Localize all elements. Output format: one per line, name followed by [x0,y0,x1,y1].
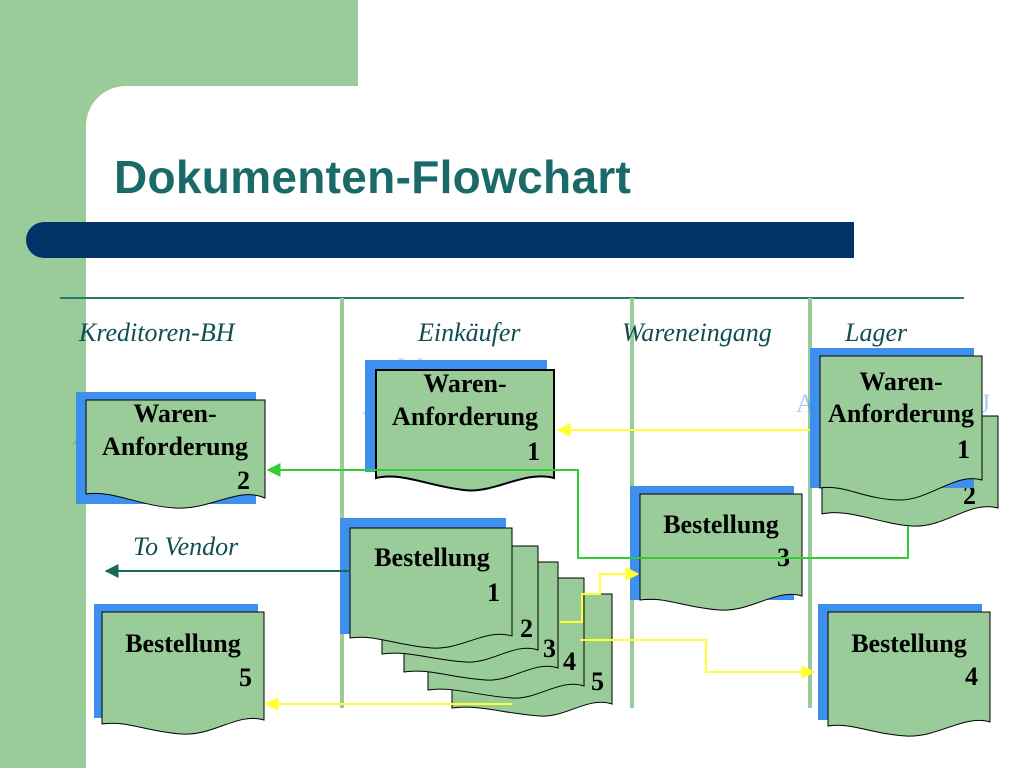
doc-copy-number-1: 1 [487,578,500,607]
svg-text:A: A [796,389,815,418]
top-accent-band [86,0,358,86]
content-corner [86,86,166,166]
doc-kreditoren-anforderung: Waren- A Waren- Anforderung 2 [72,387,266,509]
doc-label: Bestellung [663,510,779,539]
doc-label-line2: Anforderung [828,399,974,428]
doc-copy-number: 1 [957,435,970,464]
lane-label-einkaufer: Einkäufer [418,318,521,347]
doc-copy-number-4: 4 [563,647,576,676]
doc-einkaufer-bestellung-stack: Bestellung 1 2 3 4 5 [340,518,613,717]
sidebar-accent-band [0,0,86,768]
doc-label-line1: Waren- [133,399,216,428]
doc-label-line2: Anforderung [392,402,538,431]
doc-copy-number-3: 3 [543,634,556,663]
doc-copy-number: 4 [965,662,978,691]
lane-label-kreditoren: Kreditoren-BH [79,318,235,347]
doc-label: Bestellung [851,629,967,658]
doc-copy-number-5: 5 [591,667,604,696]
doc-lager-bestellung: Bestellung 4 [818,604,991,737]
flow-label-to-vendor: To Vendor [133,532,239,561]
doc-label-line1: Waren- [859,367,942,396]
doc-copy-number: 2 [237,466,250,495]
doc-label-line2: Anforderung [102,432,248,461]
doc-label: Bestellung [374,543,490,572]
arrow-bestellung-to-wareneingang [560,567,640,623]
doc-label-line1: Waren- [423,369,506,398]
arrow-lager-to-kreditoren [266,463,909,559]
doc-copy-number: 1 [527,437,540,466]
arrow-bestellung-to-lager [580,639,816,679]
doc-wareneingang-bestellung: Bestellung 3 [630,486,803,611]
doc-einkaufer-anforderung: W A Waren- Anforderung 1 [362,353,555,492]
doc-copy-number-2: 2 [520,614,533,643]
lane-label-wareneingang: Wareneingang [622,318,772,347]
title-underline-bar [26,222,854,258]
doc-lager-anforderung: 2 A J Waren- Anforderung 1 [796,348,999,527]
doc-back-copy-number: 2 [963,481,976,510]
slide-title: Dokumenten-Flowchart [114,151,632,203]
doc-copy-number: 5 [239,663,252,692]
doc-kreditoren-bestellung: Bestellung 5 [94,604,265,735]
svg-text:J: J [980,389,990,418]
lane-label-lager: Lager [845,318,908,347]
doc-label: Bestellung [125,629,241,658]
